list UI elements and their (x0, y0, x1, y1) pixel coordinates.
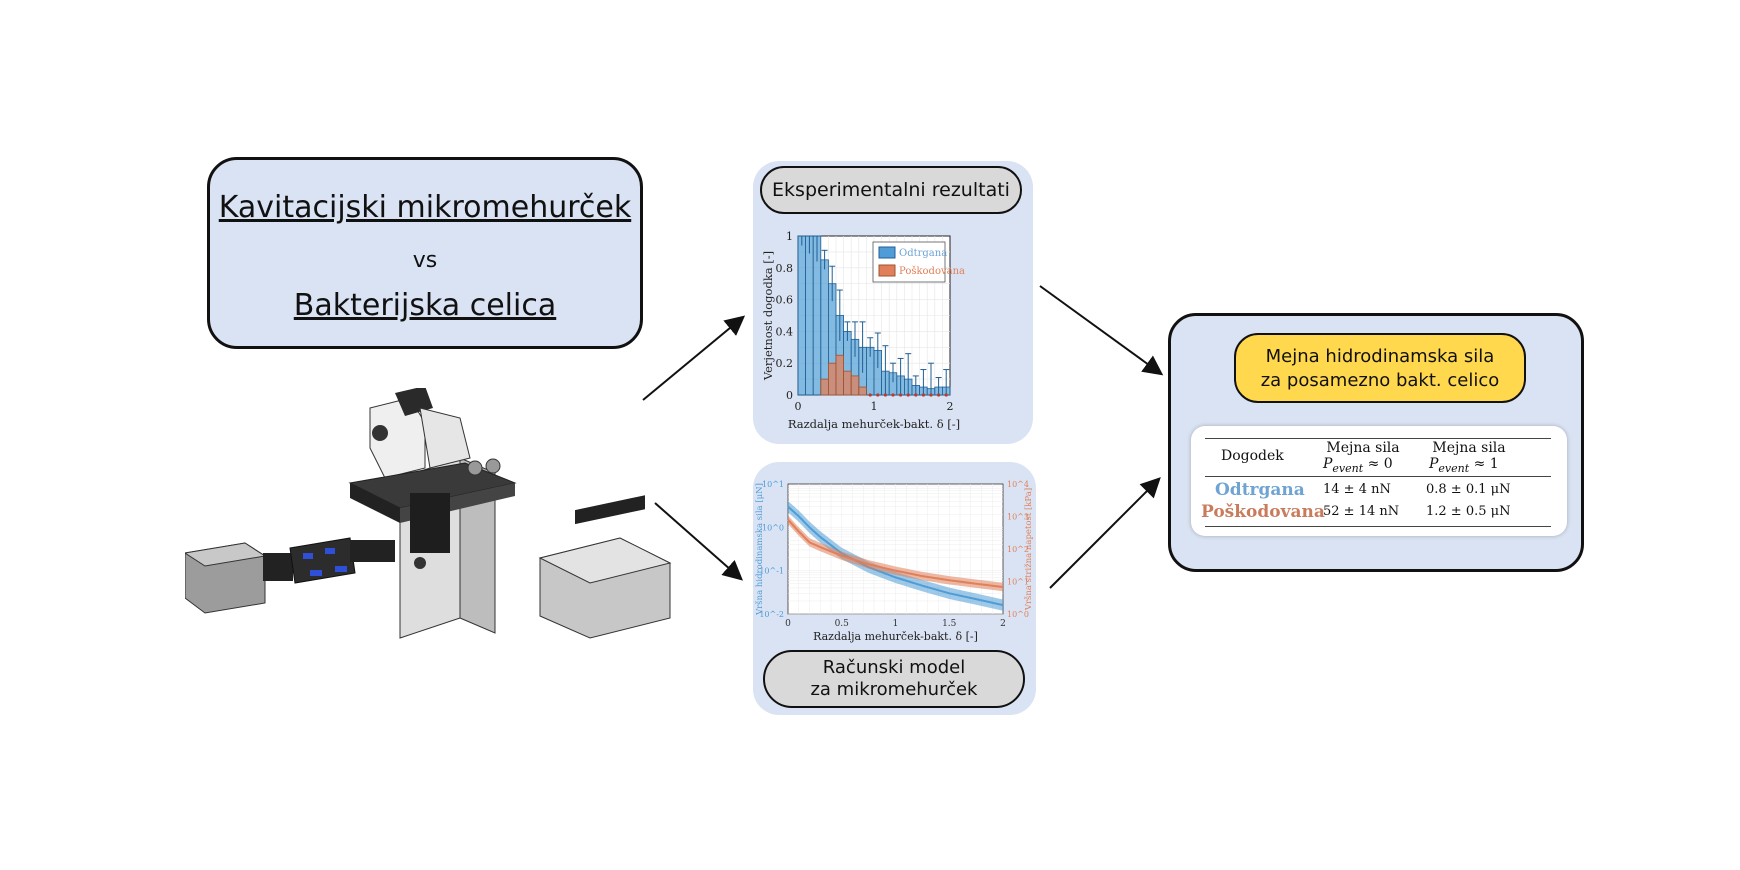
header-p0-symbol: P (1323, 456, 1333, 472)
y-right-tick-label: 10^3 (1007, 513, 1029, 522)
table-top-rule (1205, 438, 1551, 439)
experimental-card: Eksperimentalni rezultati 0 0.2 0.4 0.6 0.8 1… (753, 161, 1033, 444)
y-tick-label: 0.4 (776, 325, 794, 338)
arrow-to-model (654, 502, 743, 581)
y-right-tick-label: 10^4 (1007, 480, 1029, 489)
header-force-p1: Mejna sila Pevent ≈ 1 (1429, 440, 1519, 475)
x-axis-label: Razdalja mehurček-bakt. δ [-] (788, 417, 960, 431)
y-left-tick-label: 10^-1 (759, 567, 784, 576)
legend-swatch-damaged (878, 264, 896, 277)
bar-damaged (820, 378, 829, 396)
x-tick-label: 0.5 (835, 619, 850, 629)
header-force-p1-label: Mejna sila (1432, 440, 1506, 456)
header-p0-sub: event (1332, 461, 1364, 475)
zero-marker (883, 393, 887, 397)
y-left-axis-label: Vršna hidrodinamska sila [μN] (754, 483, 765, 616)
zero-marker (944, 393, 948, 397)
zero-marker (914, 393, 918, 397)
table-mid-rule (1205, 476, 1551, 477)
bar-damaged (828, 362, 837, 396)
result-header-line2: za posamezno bakt. celico (1260, 370, 1500, 391)
bar-damaged (858, 386, 867, 396)
arrow-model-to-result (1049, 477, 1161, 589)
y-left-tick-label: 10^-2 (759, 610, 784, 619)
microscope-illustration (185, 388, 672, 639)
bar-detached (805, 235, 814, 396)
result-header: Mejna hidrodinamska sila za posamezno ba… (1234, 333, 1526, 403)
legend-swatch-detached (878, 246, 896, 259)
zero-marker (906, 393, 910, 397)
row-event-damaged: Poškodovana (1201, 502, 1325, 522)
row-detached-f0: 14 ± 4 nN (1323, 482, 1391, 497)
model-card: 0 0.5 1 1.5 2 10^-2 10^-1 10^0 10^1 10^0 10^1 10^2 1… (753, 462, 1036, 715)
y-left-tick-label: 10^0 (762, 523, 784, 532)
x-tick-label: 2 (1000, 619, 1006, 629)
x-tick-label: 0 (785, 619, 791, 629)
model-label: Računski model za mikromehurček (763, 650, 1025, 708)
y-right-tick-label: 10^2 (1007, 545, 1029, 554)
vs-label: vs (412, 248, 438, 273)
header-event: Dogodek (1221, 448, 1284, 464)
arrow-to-experiment (642, 315, 746, 401)
y-right-tick-label: 10^1 (1007, 578, 1029, 587)
header-p1-expr: Pevent ≈ 1 (1429, 456, 1519, 475)
header-p1-sub: event (1438, 461, 1470, 475)
x-tick-label: 1 (893, 619, 899, 629)
zero-marker (876, 393, 880, 397)
y-tick-label: 1 (786, 230, 793, 243)
header-p1-symbol: P (1429, 456, 1439, 472)
y-tick-label: 0 (786, 389, 793, 402)
row-damaged-f0: 52 ± 14 nN (1323, 504, 1400, 519)
model-label-line2: za mikromehurček (810, 679, 978, 700)
y-tick-label: 0.8 (776, 262, 794, 275)
bar-damaged (850, 375, 860, 396)
bar-damaged (843, 370, 852, 396)
title-bacterial-cell: Bakterijska celica (293, 288, 557, 323)
title-panel: Kavitacijski mikromehurček vs Bakterijsk… (207, 157, 643, 349)
legend-label-damaged: Poškodovana (899, 266, 965, 277)
experimental-label: Eksperimentalni rezultati (760, 166, 1022, 214)
results-table: Dogodek Mejna sila Pevent ≈ 0 Mejna sila… (1191, 426, 1567, 536)
row-damaged-f1: 1.2 ± 0.5 μN (1426, 504, 1511, 519)
y-right-axis-label: Vršna strižna napetost [kPa] (1023, 488, 1034, 611)
zero-marker (899, 393, 903, 397)
x-tick-label: 2 (947, 400, 954, 413)
y-axis-label: Verjetnost dogodka [-] (761, 251, 775, 381)
zero-marker (929, 393, 933, 397)
arrow-exp-to-result (1039, 285, 1164, 376)
row-event-detached: Odtrgana (1215, 480, 1305, 500)
header-p0-rel: ≈ 0 (1367, 456, 1393, 472)
zero-marker (868, 393, 872, 397)
model-label-line1: Računski model (822, 657, 966, 678)
row-detached-f1: 0.8 ± 0.1 μN (1426, 482, 1511, 497)
header-force-p0: Mejna sila Pevent ≈ 0 (1323, 440, 1413, 475)
title-microbubble: Kavitacijski mikromehurček (218, 190, 632, 225)
result-header-line1: Mejna hidrodinamska sila (1265, 346, 1495, 367)
y-tick-label: 0.6 (776, 294, 794, 307)
result-panel: Mejna hidrodinamska sila za posamezno ba… (1168, 313, 1584, 572)
x-tick-label: 1.5 (942, 619, 957, 629)
x-axis-label: Razdalja mehurček-bakt. δ [-] (813, 630, 978, 643)
bar-damaged (835, 354, 844, 396)
header-force-p0-label: Mejna sila (1326, 440, 1400, 456)
table-bottom-rule (1205, 526, 1551, 527)
zero-marker (937, 393, 941, 397)
y-tick-label: 0.2 (776, 357, 794, 370)
y-left-tick-label: 10^1 (762, 480, 784, 489)
zero-marker (891, 393, 895, 397)
y-right-tick-label: 10^0 (1007, 610, 1029, 619)
bar-detached (820, 259, 829, 396)
x-tick-label: 0 (795, 400, 802, 413)
header-p1-rel: ≈ 1 (1473, 456, 1499, 472)
series-line-1 (787, 519, 1004, 588)
x-tick-label: 1 (871, 400, 878, 413)
bar-detached (797, 235, 806, 396)
header-p0-expr: Pevent ≈ 0 (1323, 456, 1413, 475)
zero-marker (921, 393, 925, 397)
force-line-chart: 0 0.5 1 1.5 2 10^-2 10^-1 10^0 10^1 10^0 10^1 10^2 1… (754, 480, 1034, 643)
legend-label-detached: Odtrgana (899, 248, 947, 259)
